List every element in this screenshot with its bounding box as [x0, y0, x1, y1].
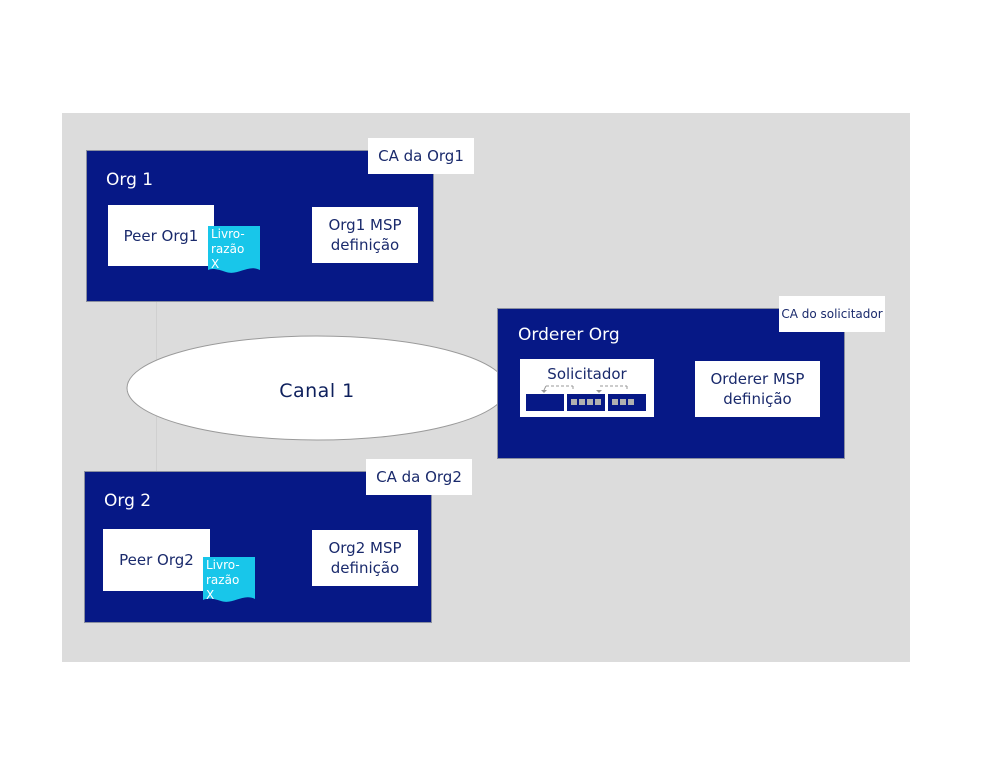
- org1-peer[interactable]: Peer Org1: [108, 205, 214, 266]
- org2-msp[interactable]: Org2 MSP definição: [312, 530, 418, 586]
- org1-msp[interactable]: Org1 MSP definição: [312, 207, 418, 263]
- org1-msp-line2: definição: [330, 236, 400, 254]
- orderer-msp[interactable]: Orderer MSP definição: [695, 361, 820, 417]
- orderer-solicitor[interactable]: Solicitador: [520, 359, 654, 417]
- org2-ledger-icon[interactable]: Livro- razão X: [203, 557, 255, 605]
- org1-msp-line1: Org1 MSP: [328, 216, 402, 234]
- orderer-msp-line1: Orderer MSP: [710, 370, 805, 388]
- org1-box: Org 1 Peer Org1 Org1 MSP definição: [86, 150, 434, 302]
- org2-ca[interactable]: CA da Org2: [366, 459, 472, 495]
- org2-ledger-line3: X: [206, 588, 215, 602]
- org1-ledger-line1: Livro-: [211, 227, 245, 241]
- orderer-box: Orderer Org Solicitador Orderer MSP: [497, 308, 845, 459]
- org2-title: Org 2: [104, 491, 152, 511]
- orderer-ca[interactable]: CA do solicitador: [779, 296, 885, 332]
- org1-title: Org 1: [106, 170, 154, 190]
- org1-ledger-line3: X: [211, 257, 220, 271]
- org2-ledger-line2: razão: [206, 573, 240, 587]
- solicitor-chain-icon: [526, 385, 646, 411]
- org2-msp-line1: Org2 MSP: [328, 539, 402, 557]
- channel-label: Canal 1: [279, 380, 355, 402]
- org2-msp-line2: definição: [330, 559, 400, 577]
- org2-ledger-line1: Livro-: [206, 558, 240, 572]
- orderer-title: Orderer Org: [518, 325, 620, 345]
- org2-ca-label: CA da Org2: [376, 468, 462, 486]
- org1-ledger-line2: razão: [211, 242, 245, 256]
- org2-peer-label: Peer Org2: [119, 551, 194, 569]
- orderer-solicitor-label: Solicitador: [547, 365, 627, 383]
- org2-box: Org 2 Peer Org2 Org2 MSP definição: [84, 471, 432, 623]
- org1-ca[interactable]: CA da Org1: [368, 138, 474, 174]
- org1-peer-label: Peer Org1: [123, 226, 199, 245]
- orderer-msp-line2: definição: [723, 390, 792, 408]
- org1-ca-label: CA da Org1: [378, 147, 464, 165]
- orderer-ca-label: CA do solicitador: [781, 307, 883, 321]
- org2-peer[interactable]: Peer Org2: [103, 529, 210, 591]
- org1-ledger-icon[interactable]: Livro- razão X: [208, 226, 260, 274]
